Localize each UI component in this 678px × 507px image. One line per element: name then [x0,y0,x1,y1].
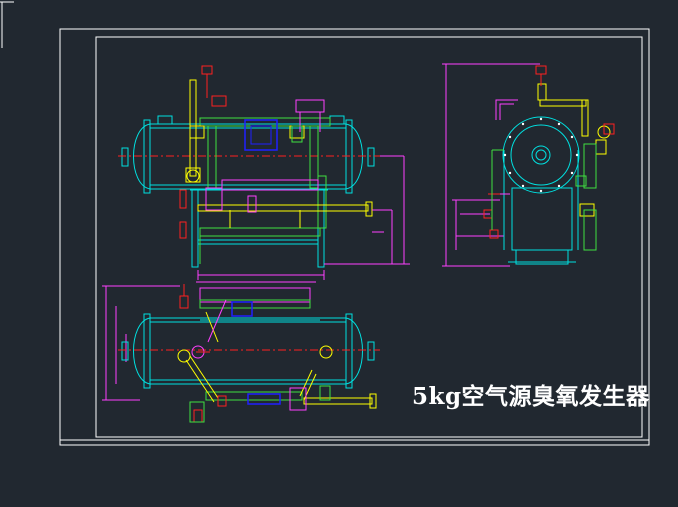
pipe-magenta [205,99,325,213]
vessel-body [121,115,375,194]
side-view [442,63,615,267]
side-dimensions [442,63,540,267]
top-vessel [121,313,375,389]
pipe-green [199,117,331,264]
dimensions [197,155,410,280]
top-view [102,281,380,423]
flange-bolts [503,117,579,193]
drawing-title: 5kg空气源臭氧发生器 [412,383,650,410]
front-view [118,65,410,280]
drawing-frame [59,28,650,446]
side-vessel [502,116,580,265]
corner-marker [0,1,14,48]
top-dimensions [102,281,316,401]
ozone-module [244,119,278,151]
pipe-yellow [185,79,373,228]
